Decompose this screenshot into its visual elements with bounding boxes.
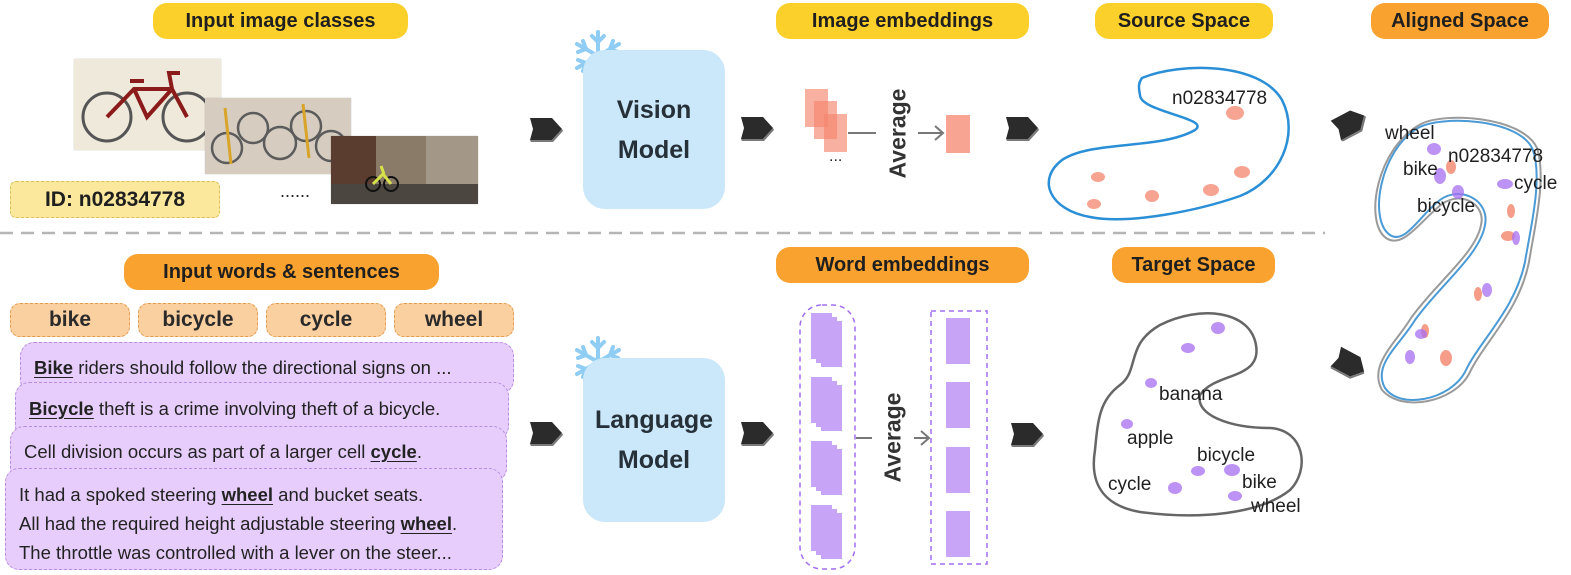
aligned-label-bicycle: bicycle [1417, 196, 1476, 217]
word-embedding-group [799, 304, 856, 570]
sentence-card-wheel: It had a spoked steering wheel and bucke… [5, 468, 503, 570]
aligned-label-class-id: n02834778 [1448, 146, 1544, 167]
averaged-word-embeddings [946, 318, 970, 557]
source-space-outline [1047, 66, 1290, 221]
source-points [1087, 106, 1250, 209]
arrow-icon [741, 422, 774, 446]
language-model-label-2: Model [617, 446, 691, 474]
target-label-banana: banana [1159, 384, 1223, 405]
keyword: wheel [221, 484, 274, 505]
averaged-word-group [930, 310, 988, 565]
sentence-text: All had the required height adjustable s… [19, 513, 401, 534]
bicycle-photo-1 [74, 59, 221, 150]
vision-model-box: Vision Model [583, 50, 725, 209]
aligned-label-cycle: cycle [1514, 173, 1558, 194]
target-space-outline [1092, 312, 1303, 517]
keyword: cycle [370, 441, 417, 462]
arrow-icon [1330, 105, 1372, 142]
averaged-image-embedding [946, 115, 970, 153]
word-embeddings-title: Word embeddings [776, 247, 1029, 283]
arrow-icon [1011, 423, 1044, 447]
word-embedding-stacks [811, 313, 842, 559]
sentence-text: . [416, 441, 422, 462]
aligned-space-title: Aligned Space [1371, 3, 1549, 39]
arrow-icon [530, 422, 563, 446]
source-class-label: n02834778 [1172, 88, 1268, 109]
aligned-space-outline-blue [1378, 119, 1538, 401]
word-pill-bike: bike [10, 303, 130, 337]
sentence-text: . [451, 513, 458, 534]
aligned-points [1405, 143, 1520, 366]
word-pill-cycle: cycle [266, 303, 386, 337]
sentence-text: and bucket seats. [273, 484, 424, 505]
keyword: wheel [400, 513, 452, 534]
bicycle-photo-3 [331, 136, 478, 204]
language-model-label-1: Language [594, 406, 714, 434]
input-words-title: Input words & sentences [124, 254, 439, 290]
bicycle-photo-2 [205, 98, 351, 174]
aligned-label-wheel: wheel [1385, 123, 1435, 144]
arrow-icon [1006, 117, 1039, 141]
arrow-icon [1329, 346, 1371, 384]
word-pill-bicycle: bicycle [138, 303, 258, 337]
arrow-icon [741, 117, 774, 141]
keyword: Bike [34, 357, 74, 378]
stack-ellipsis: ... [829, 148, 843, 165]
more-images-ellipsis: ...... [280, 181, 311, 201]
keyword: Bicycle [29, 398, 94, 419]
sentence-text: riders should follow the directional sig… [73, 357, 452, 378]
target-label-apple: apple [1127, 428, 1174, 449]
image-embeddings-title: Image embeddings [776, 3, 1029, 39]
image-embedding-stack [805, 89, 847, 152]
image-average-label: Average [884, 88, 911, 179]
vision-model-label-1: Vision [616, 95, 692, 124]
target-label-bicycle: bicycle [1197, 445, 1256, 466]
language-model-box: Language Model [583, 358, 725, 522]
arrow-icon [530, 118, 563, 142]
target-space-title: Target Space [1112, 247, 1275, 283]
target-label-wheel: wheel [1251, 496, 1301, 517]
word-average-label: Average [879, 392, 906, 483]
sentence-text: theft is a crime involving theft of a bi… [93, 398, 441, 419]
sentence-text: It had a spoked steering [19, 484, 222, 505]
source-space-title: Source Space [1095, 3, 1273, 39]
sentence-text: Cell division occurs as part of a larger… [24, 441, 371, 462]
aligned-label-bike: bike [1403, 159, 1438, 180]
aligned-space-outline-gray [1374, 116, 1542, 404]
target-label-bike: bike [1242, 472, 1277, 493]
input-image-classes-title: Input image classes [153, 3, 408, 39]
target-label-cycle: cycle [1108, 474, 1152, 495]
class-id-label: ID: n02834778 [10, 181, 220, 218]
vision-model-label-2: Model [617, 135, 691, 164]
target-points [1121, 322, 1242, 501]
word-pill-wheel: wheel [394, 303, 514, 337]
sentence-text: The throttle was controlled with a lever… [19, 542, 452, 563]
